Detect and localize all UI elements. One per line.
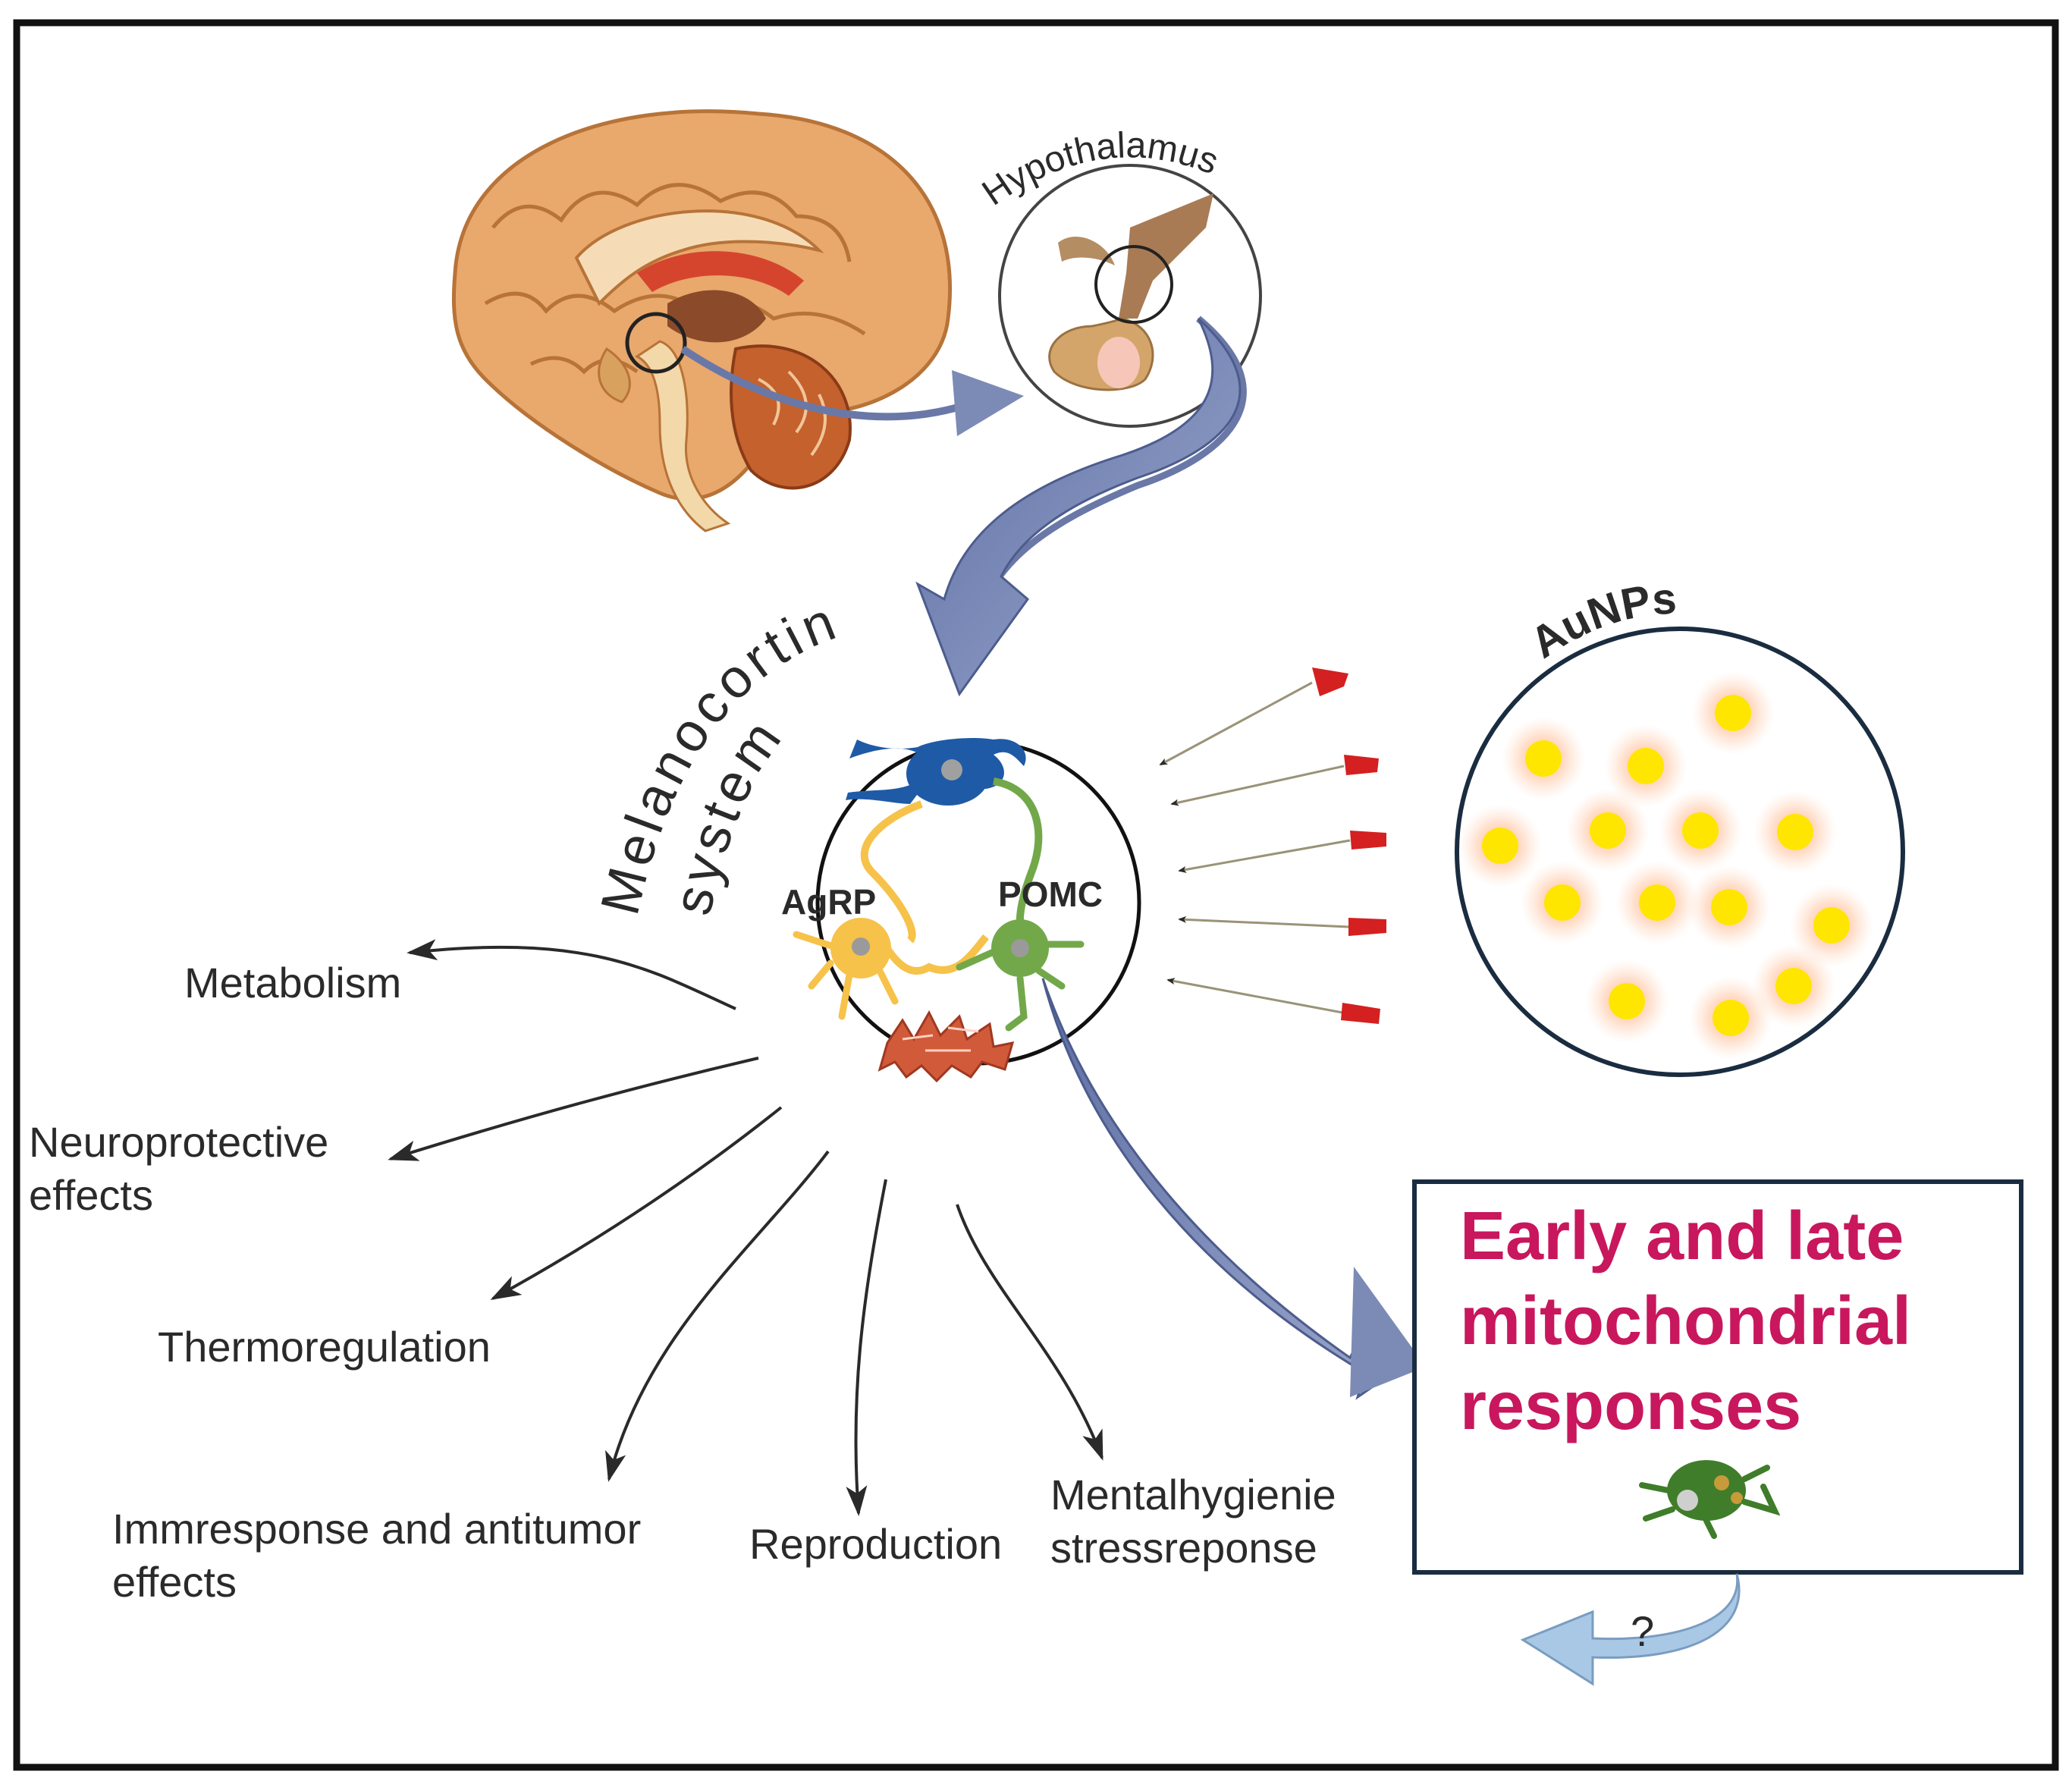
hypothalamus-to-melanocortin-arrow <box>915 317 1242 697</box>
mental-label-line2: stressreponse <box>1050 1524 1317 1572</box>
gold-particle <box>1691 671 1775 755</box>
aunp-darts <box>1159 667 1386 1024</box>
effect-arrows <box>388 939 1103 1516</box>
gold-particle <box>1458 804 1542 887</box>
dart <box>1178 831 1386 873</box>
pomc-label: POMC <box>998 875 1103 914</box>
gold-particle <box>1604 724 1687 808</box>
gold-particle <box>1659 789 1742 872</box>
brain-hypothalamus-circle <box>625 312 687 374</box>
immune-label: Immresponse and antitumor <box>112 1505 641 1553</box>
gold-particle <box>1687 865 1771 949</box>
gold-particle <box>1615 861 1699 944</box>
gold-particle <box>1502 717 1585 800</box>
mito-title-line1: Early and late <box>1460 1198 1904 1274</box>
reproduction-label: Reproduction <box>749 1520 1002 1568</box>
glia-cell <box>877 1010 1015 1083</box>
neuroprotective-label-line2: effects <box>29 1171 153 1219</box>
gold-particle <box>1753 790 1837 874</box>
outer-frame <box>13 19 2059 1771</box>
thermoregulation-label: Thermoregulation <box>158 1323 491 1371</box>
arrow-immune <box>605 1150 830 1482</box>
pomc-neuron-icon <box>1639 1460 1781 1539</box>
gold-nanoparticles <box>1458 671 1873 1060</box>
gold-particle <box>1790 884 1873 967</box>
pomc-neuron <box>956 777 1085 1032</box>
question-mark: ? <box>1631 1607 1654 1655</box>
neuroprotective-label: Neuroprotective <box>29 1118 328 1166</box>
gold-particle <box>1689 976 1772 1060</box>
metabolism-label: Metabolism <box>184 959 401 1007</box>
mental-label: Mentalhygienie <box>1050 1471 1336 1518</box>
arrow-reproduction <box>846 1179 887 1516</box>
hypothalamus-zoom-circle <box>1094 245 1173 324</box>
dart <box>1178 915 1386 936</box>
dart <box>1170 755 1379 806</box>
gold-particle <box>1521 861 1604 944</box>
arrow-thermoregulation <box>490 1106 783 1300</box>
arrow-metabolism <box>407 939 736 1010</box>
gold-particle <box>1752 944 1835 1028</box>
brain-arrowhead <box>952 370 1024 436</box>
brain-illustration <box>451 109 953 532</box>
arrow-neuroprotective <box>388 1057 759 1161</box>
arrow-mental <box>956 1204 1103 1461</box>
agrp-label: AgRP <box>781 882 876 922</box>
dart <box>1159 667 1348 766</box>
return-arrow <box>1520 1573 1741 1686</box>
gold-particle <box>1585 959 1669 1043</box>
dart <box>1166 978 1380 1024</box>
mito-title-line3: responses <box>1460 1368 1801 1444</box>
blue-neuron <box>846 738 1026 806</box>
gold-particle <box>1566 789 1650 872</box>
hypothalamus-inset <box>998 164 1262 428</box>
immune-label-line2: effects <box>112 1558 237 1606</box>
mitochondria-arrowhead <box>1350 1267 1426 1397</box>
mito-title-line2: mitochondrial <box>1460 1283 1911 1359</box>
agrp-neuron <box>793 800 989 1020</box>
